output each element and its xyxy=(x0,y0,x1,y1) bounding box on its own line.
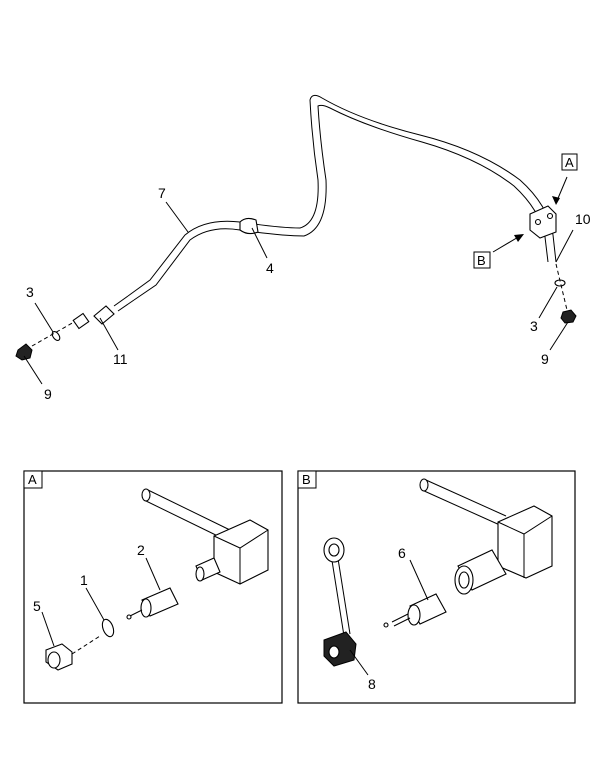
leader-lines xyxy=(23,176,574,385)
coupling-male-end xyxy=(195,566,205,582)
coupler-pin xyxy=(383,622,389,628)
bracket-bolt xyxy=(546,212,554,220)
main-view: 7 4 3 11 9 10 3 9 A B xyxy=(15,94,591,402)
callout-3-right: 3 xyxy=(530,318,538,334)
o-ring-3-left xyxy=(51,331,61,341)
cap-9-left xyxy=(15,343,33,361)
detail-b-panel: B 6 8 xyxy=(297,470,576,704)
callout-9-right: 9 xyxy=(541,351,549,367)
tube-end xyxy=(141,488,151,502)
left-end-fittings xyxy=(15,305,115,361)
o-ring-1 xyxy=(101,618,115,638)
callout-8: 8 xyxy=(368,676,376,692)
dust-cap-8-face xyxy=(328,645,340,659)
coupler-female-bore xyxy=(458,571,470,589)
callout-1: 1 xyxy=(80,572,88,588)
cap-5-face xyxy=(47,651,61,669)
fitting-nut xyxy=(72,312,90,330)
fitting-11 xyxy=(93,305,115,325)
view-ref-b-label: B xyxy=(477,253,486,268)
coupler-pin xyxy=(126,614,132,620)
cap-9-right xyxy=(560,309,577,324)
tether-ring-hole xyxy=(328,543,340,557)
tube-end xyxy=(419,478,429,492)
callout-3-left: 3 xyxy=(26,284,34,300)
mounting-bracket xyxy=(529,205,557,239)
view-ref-b: B xyxy=(473,251,491,269)
hose-assembly xyxy=(113,94,557,312)
callout-11: 11 xyxy=(113,351,128,367)
coupler-2-face xyxy=(140,598,152,618)
coupler-6-face xyxy=(407,604,421,626)
callout-2: 2 xyxy=(137,542,145,558)
view-ref-a-label: A xyxy=(565,155,574,170)
callout-7: 7 xyxy=(158,185,166,201)
callout-10: 10 xyxy=(575,211,591,227)
callout-9-left: 9 xyxy=(44,386,52,402)
callout-6: 6 xyxy=(398,545,406,561)
detail-b-tag: B xyxy=(302,472,311,487)
callout-5: 5 xyxy=(33,598,41,614)
right-end-fittings xyxy=(554,263,577,324)
view-ref-a: A xyxy=(561,153,578,171)
detail-a-panel: A 2 1 5 xyxy=(23,470,283,704)
bracket-bolt xyxy=(534,218,542,226)
detail-a-tag: A xyxy=(28,472,37,487)
hose-clamp xyxy=(239,217,259,235)
callout-4: 4 xyxy=(266,260,274,276)
